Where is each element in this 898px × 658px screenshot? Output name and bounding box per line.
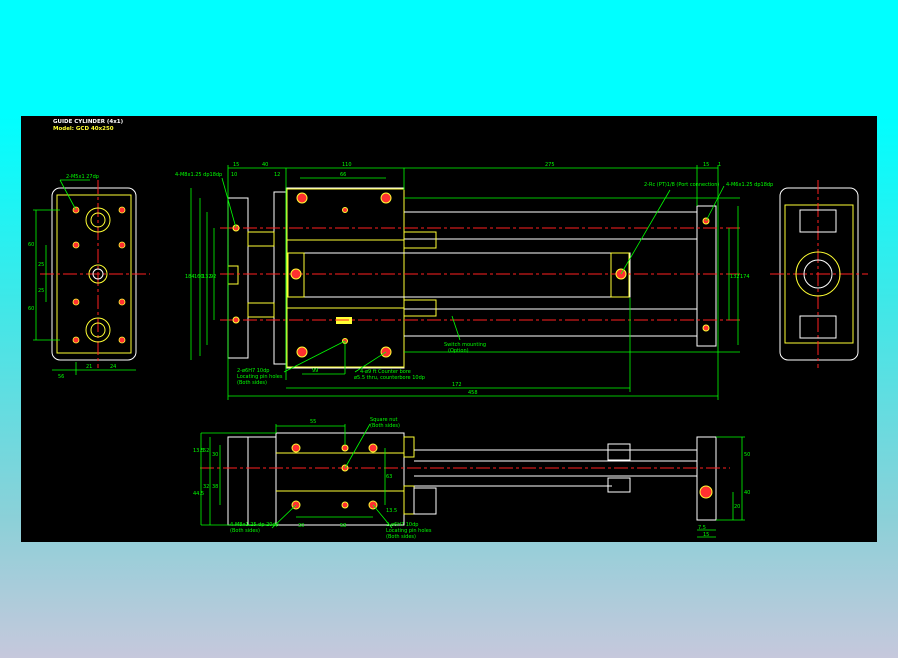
note-left-holes: 2-M5x1 27dp [66, 174, 99, 180]
dim: 174 [740, 274, 750, 280]
dim: 40 [744, 490, 750, 496]
dim: 15 [233, 162, 239, 168]
dim: 132 [730, 274, 740, 280]
dim: 13.5 [386, 508, 397, 514]
dim: 99 [312, 368, 318, 374]
note-cover-2: ø5.5 thru, counterbore 10dp [354, 375, 425, 381]
dim: 184 [185, 274, 195, 280]
right-end-view [770, 180, 868, 368]
dim: 60 [28, 306, 34, 312]
dim: 63 [386, 474, 392, 480]
drawing-canvas[interactable] [21, 116, 877, 542]
dim: 66 [340, 172, 346, 178]
note-dowel-2: Locating pin holes [237, 374, 283, 380]
dim: 1 [718, 162, 721, 168]
dim: 7.5 [698, 525, 706, 531]
dim: 10 [231, 172, 237, 178]
left-end-view: 2-M5x1 27dp 60 25 25 60 21 24 56 [28, 174, 150, 380]
dim: 56 [58, 374, 64, 380]
note-right-holes: 4-M6x1.25 dp18dp [726, 182, 773, 188]
bottom-side-view: 55 Square nut (Both sides) 30 58 4-M8x1.… [193, 417, 750, 540]
note-top: Square nut [370, 417, 398, 423]
dim: 30 [298, 523, 304, 529]
dim: 13.5 [193, 448, 204, 454]
note-bottom-left: 4-M8x1.25 dp 20dp [230, 522, 279, 528]
note-switch: Switch mounting [444, 342, 486, 348]
drawing-title: GUIDE CYLINDER (4x1) [53, 119, 124, 125]
dim: 24 [110, 364, 116, 370]
note-plate-holes: 4-M8x1.25 dp18dp [175, 172, 222, 178]
drawing-model: Model: GCD 40x250 [53, 126, 114, 132]
dim: 44.5 [193, 491, 204, 497]
dim: 25 [38, 262, 44, 268]
dim: 55 [310, 419, 316, 425]
note-bottom-right-3: (Both sides) [386, 534, 416, 540]
dim: 30 [212, 452, 218, 458]
dim: 60 [28, 242, 34, 248]
note-port: 2-Rc (PT)1/8 (Port connection) [644, 182, 719, 188]
dim: 92 [210, 274, 216, 280]
dim: 25 [38, 288, 44, 294]
dim: 160 [194, 274, 204, 280]
note-bottom-right-2: Locating pin holes [386, 528, 432, 534]
note-bottom-left-2: (Both sides) [230, 528, 260, 534]
dim: 52 [203, 448, 209, 454]
note-switch-2: (Option) [448, 348, 469, 354]
dim: 21 [86, 364, 92, 370]
dim: 132 [202, 274, 212, 280]
main-top-view: 4-M8x1.25 dp18dp 2-Rc (PT)1/8 (Port conn… [175, 162, 773, 400]
note-dowel-3: (Both sides) [237, 380, 267, 386]
dim: 38 [212, 484, 218, 490]
dim: 32 [203, 484, 209, 490]
dim: 15 [703, 162, 709, 168]
note-dowel: 2-ø6H7 10dp [237, 368, 269, 374]
note-bottom-right: 2-ø6H7 10dp [386, 522, 418, 528]
dim: 172 [452, 382, 462, 388]
dim: 40 [262, 162, 268, 168]
dim: 110 [342, 162, 352, 168]
dim: 458 [468, 390, 478, 396]
dim: 50 [744, 452, 750, 458]
dim: 275 [545, 162, 555, 168]
dim: 15 [703, 532, 709, 538]
dim: 58 [340, 523, 346, 529]
note-top-2: (Both sides) [370, 423, 400, 429]
dim: 12 [274, 172, 280, 178]
dim: 20 [734, 504, 740, 510]
note-cover: 4-ø9 ft Counter bore [360, 369, 411, 375]
